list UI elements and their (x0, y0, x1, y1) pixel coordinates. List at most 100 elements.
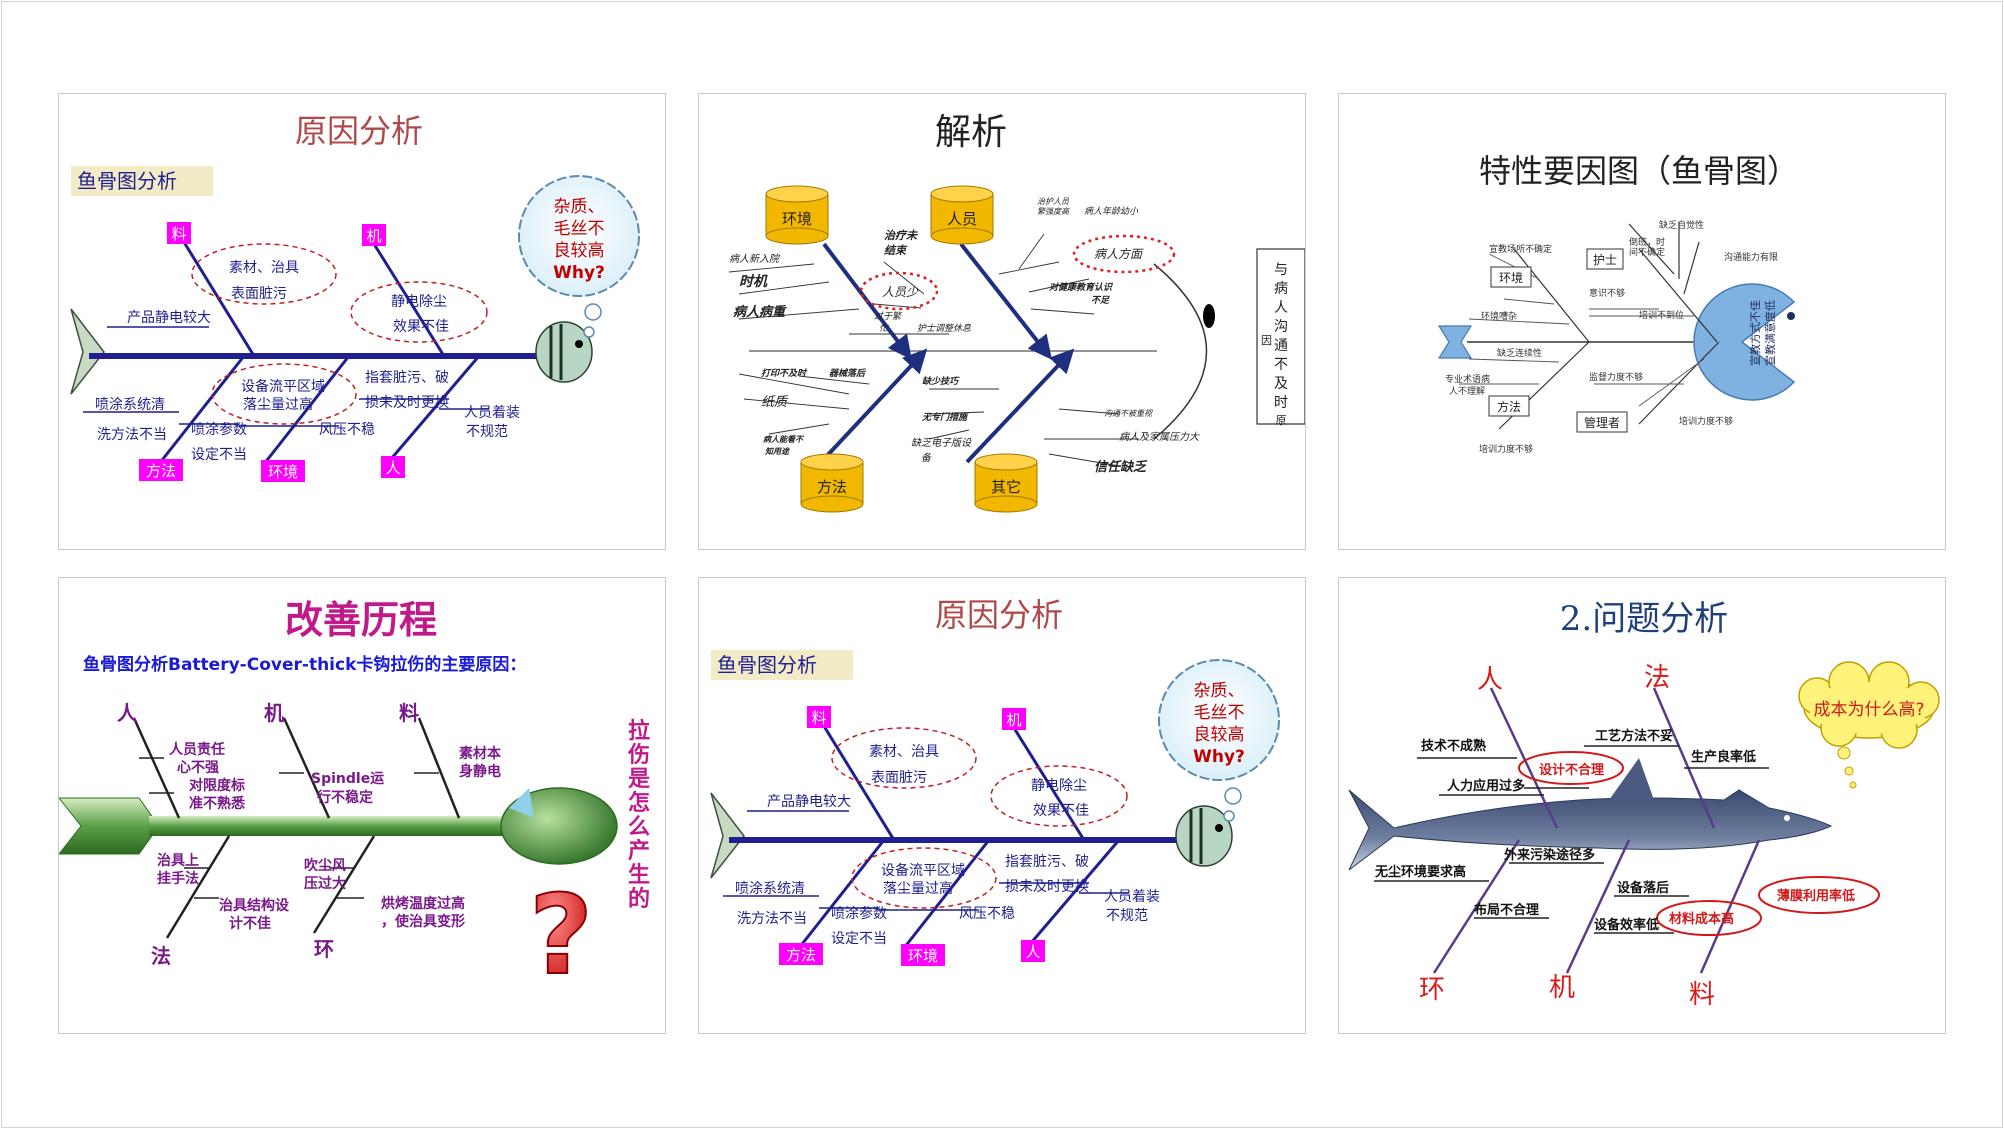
cylinder-environment: 环境 (765, 185, 829, 245)
slide-title: 原因分析 (295, 112, 423, 150)
svg-text:其它: 其它 (991, 478, 1021, 496)
svg-text:无尘环境要求高: 无尘环境要求高 (1374, 864, 1466, 880)
question-mark-icon: ? (529, 871, 593, 999)
category-box-people (381, 456, 405, 478)
category-box-machine (362, 224, 386, 246)
cause-label: 静电除尘 (391, 294, 447, 310)
tail-fin (710, 792, 745, 879)
effect-char: 的 (628, 886, 650, 912)
category-box-material (167, 222, 191, 244)
svg-text:设备效率低: 设备效率低 (1594, 917, 1659, 933)
svg-text:人员少: 人员少 (882, 285, 919, 299)
fish-head (1153, 263, 1208, 440)
cause-label: 指套脏污、破 (1005, 854, 1089, 870)
svg-text:缺乏连续性: 缺乏连续性 (1497, 347, 1542, 359)
svg-text:薄膜利用率低: 薄膜利用率低 (1777, 888, 1855, 904)
svg-text:因: 因 (1261, 334, 1272, 347)
category-material: 料 (1689, 980, 1715, 1010)
category-environment: 环 (1419, 975, 1445, 1005)
svg-text:管理者: 管理者 (1584, 415, 1620, 430)
svg-text:知用途: 知用途 (764, 446, 791, 456)
category-box-environment (1490, 266, 1532, 288)
svg-text:料: 料 (171, 225, 186, 243)
svg-text:病人能看不: 病人能看不 (763, 435, 805, 444)
svg-text:设备落后: 设备落后 (1617, 880, 1669, 896)
category-people: 人 (117, 701, 138, 725)
slide-subtitle: 鱼骨图分析 (717, 653, 817, 677)
tail-arrow (59, 797, 160, 855)
highlight-ellipse (831, 727, 977, 789)
bubble-line: 良较高 (554, 241, 605, 261)
effect-char: 产 (628, 839, 650, 864)
head-text: 宣教方式不佳 (1748, 300, 1762, 366)
svg-text:缺乏自觉性: 缺乏自觉性 (1659, 219, 1704, 231)
cause-label: 落尘量过高 (883, 880, 953, 897)
thought-bubble (518, 175, 640, 297)
svg-text:护士: 护士 (1593, 253, 1617, 267)
svg-text:培训力度不够: 培训力度不够 (1679, 415, 1733, 427)
slide-4-improvement[interactable]: 改善历程 鱼骨图分析Battery-Cover-thick卡钩拉伤的主要原因： … (58, 577, 666, 1034)
bubble-line: Why? (1193, 747, 1245, 767)
tail-fin (70, 308, 105, 395)
svg-text:意识不够: 意识不够 (1589, 287, 1625, 299)
svg-text:烘烤温度过高: 烘烤温度过高 (381, 895, 465, 912)
slide-title: 特性要因图（鱼骨图） (1479, 152, 1799, 190)
cause-label: 人员着装 (1104, 889, 1160, 905)
svg-text:机: 机 (366, 227, 381, 245)
effect-box (1256, 248, 1305, 425)
cause-label: 喷涂系统清 (735, 881, 805, 897)
category-people: 人 (1477, 665, 1503, 695)
svg-text:沟通不被重视: 沟通不被重视 (1104, 409, 1153, 418)
svg-text:信任缺乏: 信任缺乏 (1094, 459, 1148, 475)
svg-text:材料成本高: 材料成本高 (1669, 911, 1734, 927)
slide-2-analysis[interactable]: 解析 与病人 沟通不 及时 因 原 环境 人员 方法 其它 (698, 93, 1306, 550)
cause-label: 产品静电较大 (127, 310, 211, 326)
bubble-line: Why? (553, 263, 605, 283)
svg-text:心不强: 心不强 (177, 760, 219, 776)
svg-text:计不佳: 计不佳 (229, 915, 271, 932)
category-box-method (1488, 395, 1530, 417)
svg-text:对健康教育认识: 对健康教育认识 (1049, 282, 1114, 293)
svg-text:宣教场所不确定: 宣教场所不确定 (1489, 243, 1552, 255)
slide-3-characteristic-diagram[interactable]: 特性要因图（鱼骨图） 宣教方式不佳 宣教满意度低 环境 护士 方法 管理者 宣教… (1338, 93, 1946, 550)
svg-text:环境: 环境 (268, 463, 298, 481)
svg-text:人员: 人员 (947, 210, 977, 228)
slide-5-cause-analysis[interactable]: 原因分析 鱼骨图分析 料 机 方法 环境 人 素材、治具 表面脏污 产品静电较大… (698, 577, 1306, 1034)
svg-text:病人及家属压力大: 病人及家属压力大 (1119, 431, 1200, 443)
cause-label: 喷涂参数 (191, 421, 247, 438)
svg-text:人: 人 (1025, 943, 1040, 961)
slide-1-cause-analysis[interactable]: 原因分析 鱼骨图分析 料 机 方法 环境 人 素材、治具 表面脏污 产品静电较大… (58, 93, 666, 550)
svg-text:原: 原 (1276, 414, 1287, 427)
bubble-line: 杂质、 (1194, 681, 1245, 701)
svg-text:病人方面: 病人方面 (1094, 247, 1144, 261)
svg-text:备: 备 (921, 452, 932, 464)
svg-text:环境嘈杂: 环境嘈杂 (1481, 310, 1517, 322)
svg-text:人: 人 (1274, 300, 1288, 316)
effect-char: 伤 (627, 743, 650, 768)
cause-label: 设定不当 (191, 447, 247, 463)
cause-label: 效果不佳 (393, 319, 449, 335)
svg-text:设计不合理: 设计不合理 (1539, 762, 1604, 778)
cause-label: 设定不当 (831, 931, 887, 947)
tail (1437, 325, 1473, 359)
thought-bubble (1158, 659, 1280, 781)
cause-label: 指套脏污、破 (365, 370, 449, 386)
category-box-method (779, 943, 823, 965)
svg-text:培训力度不够: 培训力度不够 (1479, 443, 1533, 455)
svg-text:环境: 环境 (1499, 270, 1523, 285)
svg-text:人不理解: 人不理解 (1449, 385, 1485, 397)
category-machine: 机 (264, 701, 284, 725)
highlight-ellipse (191, 243, 337, 305)
category-box-method (139, 459, 183, 481)
slide-title: 原因分析 (935, 596, 1063, 634)
bubble-line: 良较高 (1194, 725, 1245, 745)
slide-subtitle: 鱼骨图分析Battery-Cover-thick卡钩拉伤的主要原因： (83, 654, 526, 675)
svg-text:缺乏电子版设: 缺乏电子版设 (911, 437, 972, 449)
cause-label: 表面脏污 (231, 286, 287, 302)
slide-title: 改善历程 (285, 598, 437, 642)
svg-text:人员责任: 人员责任 (169, 741, 225, 758)
cause-label: 静电除尘 (1031, 778, 1087, 794)
svg-text:行不稳定: 行不稳定 (316, 789, 373, 806)
svg-text:器械落后: 器械落后 (829, 368, 867, 379)
slide-6-problem-analysis[interactable]: 2.问题分析 人 法 环 机 料 技术不成熟 设计不合理 人力应用过多 (1338, 577, 1946, 1034)
